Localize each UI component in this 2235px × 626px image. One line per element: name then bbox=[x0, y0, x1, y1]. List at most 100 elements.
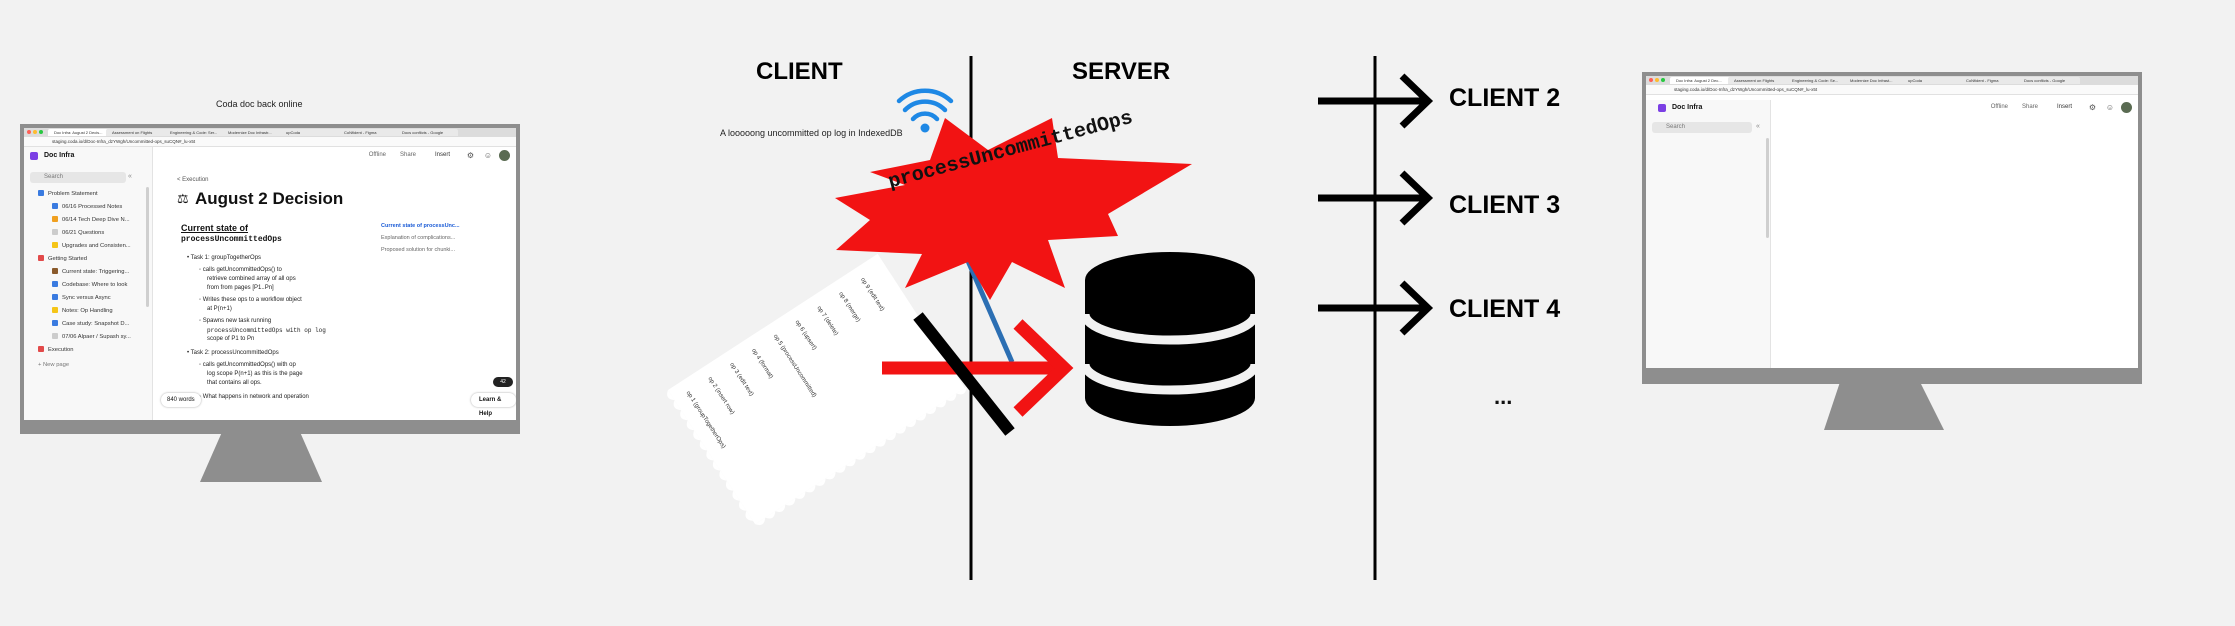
browser-tab[interactable]: upCoda bbox=[1902, 77, 1964, 84]
right-browser-window: Doc Infra: August 2 Dec... Assessment on… bbox=[1646, 76, 2138, 368]
sidebar-item[interactable]: Problem Statement bbox=[38, 190, 98, 197]
sidebar-item[interactable]: 06/16 Processed Notes bbox=[52, 203, 122, 210]
avatar[interactable] bbox=[2121, 102, 2132, 113]
body-line: retrieve combined array of all ops bbox=[207, 276, 296, 282]
browser-tab[interactable]: Engineering & Code: Se... bbox=[1786, 77, 1848, 84]
sidebar-item[interactable]: Current state: Triggering... bbox=[52, 268, 129, 275]
body-line: from from pages [P1..Pn] bbox=[207, 285, 274, 291]
client-2-arrow bbox=[1318, 73, 1434, 129]
explosion-icon bbox=[835, 118, 1192, 300]
client-3-arrow bbox=[1318, 170, 1434, 226]
browser-tab[interactable]: upCoda bbox=[280, 129, 342, 136]
client-4-label: CLIENT 4 bbox=[1449, 295, 1561, 323]
sidebar-item[interactable]: Execution bbox=[38, 346, 73, 353]
body-line: processUncommittedOps with op log bbox=[207, 327, 326, 334]
browser-tab[interactable]: Docs conflicts - Google bbox=[396, 129, 458, 136]
sidebar-scrollbar[interactable] bbox=[146, 187, 149, 307]
sidebar-item[interactable]: 06/21 Questions bbox=[52, 229, 104, 236]
learn-help-button[interactable]: Learn & Help bbox=[471, 393, 516, 417]
wifi-caption: A looooong uncommitted op log in Indexed… bbox=[720, 128, 903, 138]
close-window-dot[interactable] bbox=[27, 130, 31, 134]
sidebar-item[interactable]: Sync versus Async bbox=[52, 294, 111, 301]
browser-tab[interactable]: CoNfident - Figma bbox=[338, 129, 400, 136]
toc-item[interactable]: Current state of processUnc... bbox=[381, 223, 460, 229]
right-address-bar[interactable]: staging.coda.io/d/Doc-Infra_dzYWgh/Uncom… bbox=[1646, 85, 2138, 95]
doc-title[interactable]: Doc Infra bbox=[44, 152, 75, 159]
body-line: ◦ Writes these ops to a workflow object bbox=[199, 297, 302, 303]
sidebar-item[interactable]: 07/06 Alpaer / Supash sy... bbox=[52, 333, 131, 340]
red-arrow bbox=[882, 319, 1074, 417]
left-address-bar[interactable]: staging.coda.io/d/Doc-Infra_dzYWgh/Uncom… bbox=[24, 137, 516, 147]
share-button[interactable]: Share bbox=[399, 152, 416, 158]
doc-logo-icon bbox=[1658, 104, 1666, 112]
collapse-sidebar-icon[interactable]: « bbox=[1756, 123, 1760, 130]
browser-tab[interactable]: Modernize Doc Infrast... bbox=[1844, 77, 1906, 84]
left-monitor-neck bbox=[200, 432, 322, 482]
insert-button[interactable]: Insert bbox=[2056, 104, 2072, 110]
minimize-window-dot[interactable] bbox=[1655, 78, 1659, 82]
sidebar-scrollbar[interactable] bbox=[1766, 138, 1769, 238]
section-heading: Current state of bbox=[181, 223, 249, 233]
settings-icon[interactable]: ⚙ bbox=[2088, 103, 2096, 112]
body-line: ◦ Spawns new task running bbox=[199, 318, 272, 324]
search-input[interactable]: Search bbox=[30, 172, 126, 183]
settings-icon[interactable]: ⚙ bbox=[466, 151, 474, 160]
sidebar-item[interactable]: Case study: Snapshot D... bbox=[52, 320, 129, 327]
page-title: August 2 Decision bbox=[195, 189, 344, 208]
insert-button[interactable]: Insert bbox=[434, 152, 450, 158]
doc-main: Offline Share Insert ⚙ ☺ < Execution ⚖ A… bbox=[153, 147, 516, 420]
collapse-sidebar-icon[interactable]: « bbox=[128, 173, 132, 180]
comment-icon[interactable]: ☺ bbox=[2105, 103, 2114, 112]
offline-status: Offline bbox=[368, 152, 386, 158]
breadcrumb[interactable]: < Execution bbox=[177, 177, 209, 183]
browser-tab[interactable]: Doc Infra: August 2 Decis... bbox=[48, 129, 110, 136]
sidebar-item[interactable]: Codebase: Where to look bbox=[52, 281, 127, 288]
browser-tab[interactable]: Modernize Doc Infrastr... bbox=[222, 129, 284, 136]
avatar[interactable] bbox=[499, 150, 510, 161]
comment-count-badge[interactable]: 42 bbox=[493, 377, 513, 387]
op-log-scroll-icon bbox=[667, 253, 975, 526]
sidebar-item[interactable]: Notes: Op Handling bbox=[52, 307, 113, 314]
browser-tab[interactable]: Doc Infra: August 2 Dec... bbox=[1670, 77, 1732, 84]
browser-tab[interactable]: Assessment on Flights bbox=[1728, 77, 1790, 84]
search-input[interactable]: Search bbox=[1652, 122, 1752, 133]
word-count-pill[interactable]: 840 words bbox=[161, 393, 201, 407]
share-button[interactable]: Share bbox=[2021, 104, 2038, 110]
toc-item[interactable]: Proposed solution for chunki... bbox=[381, 247, 455, 253]
url-text[interactable]: staging.coda.io/d/Doc-Infra_dzYWgh/Uncom… bbox=[1674, 87, 1818, 92]
browser-tab[interactable]: Assessment on Flights bbox=[106, 129, 168, 136]
left-browser-window: Doc Infra: August 2 Decis... Assessment … bbox=[24, 128, 516, 420]
left-browser-tabstrip: Doc Infra: August 2 Decis... Assessment … bbox=[24, 128, 516, 137]
client-heading: CLIENT bbox=[756, 58, 843, 85]
sidebar-item[interactable]: 06/14 Tech Deep Dive N... bbox=[52, 216, 130, 223]
new-page-button[interactable]: + New page bbox=[38, 362, 70, 368]
body-line: at P(n+1) bbox=[207, 306, 232, 312]
body-line: • Task 1: groupTogetherOps bbox=[187, 255, 262, 261]
right-monitor-neck bbox=[1824, 382, 1944, 430]
doc-logo-icon bbox=[30, 152, 38, 160]
browser-tab[interactable]: CoNfident - Figma bbox=[1960, 77, 2022, 84]
sidebar-item[interactable]: Upgrades and Consisten... bbox=[52, 242, 131, 249]
maximize-window-dot[interactable] bbox=[39, 130, 43, 134]
server-heading: SERVER bbox=[1072, 58, 1171, 85]
close-window-dot[interactable] bbox=[1649, 78, 1653, 82]
wifi-icon bbox=[896, 88, 954, 133]
more-clients-ellipsis: ... bbox=[1494, 384, 1513, 409]
url-text[interactable]: staging.coda.io/d/Doc-Infra_dzYWgh/Uncom… bbox=[52, 139, 196, 144]
page-icon: ⚖ bbox=[177, 191, 189, 206]
client-3-label: CLIENT 3 bbox=[1449, 191, 1561, 219]
body-line: ◦ calls getUncommittedOps() to bbox=[199, 267, 282, 273]
doc-title[interactable]: Doc Infra bbox=[1672, 104, 1703, 111]
minimize-window-dot[interactable] bbox=[33, 130, 37, 134]
browser-tab[interactable]: Engineering & Code: Ser... bbox=[164, 129, 226, 136]
maximize-window-dot[interactable] bbox=[1661, 78, 1665, 82]
toc-item[interactable]: Explanation of complications... bbox=[381, 235, 456, 241]
client-2-label: CLIENT 2 bbox=[1449, 84, 1561, 112]
doc-sidebar: Doc Infra Search « Problem Statement 06/… bbox=[24, 147, 153, 420]
left-monitor-caption: Coda doc back online bbox=[216, 99, 303, 109]
comment-icon[interactable]: ☺ bbox=[483, 151, 492, 160]
sidebar-item[interactable]: Getting Started bbox=[38, 255, 87, 262]
browser-tab[interactable]: Docs conflicts - Google bbox=[2018, 77, 2080, 84]
